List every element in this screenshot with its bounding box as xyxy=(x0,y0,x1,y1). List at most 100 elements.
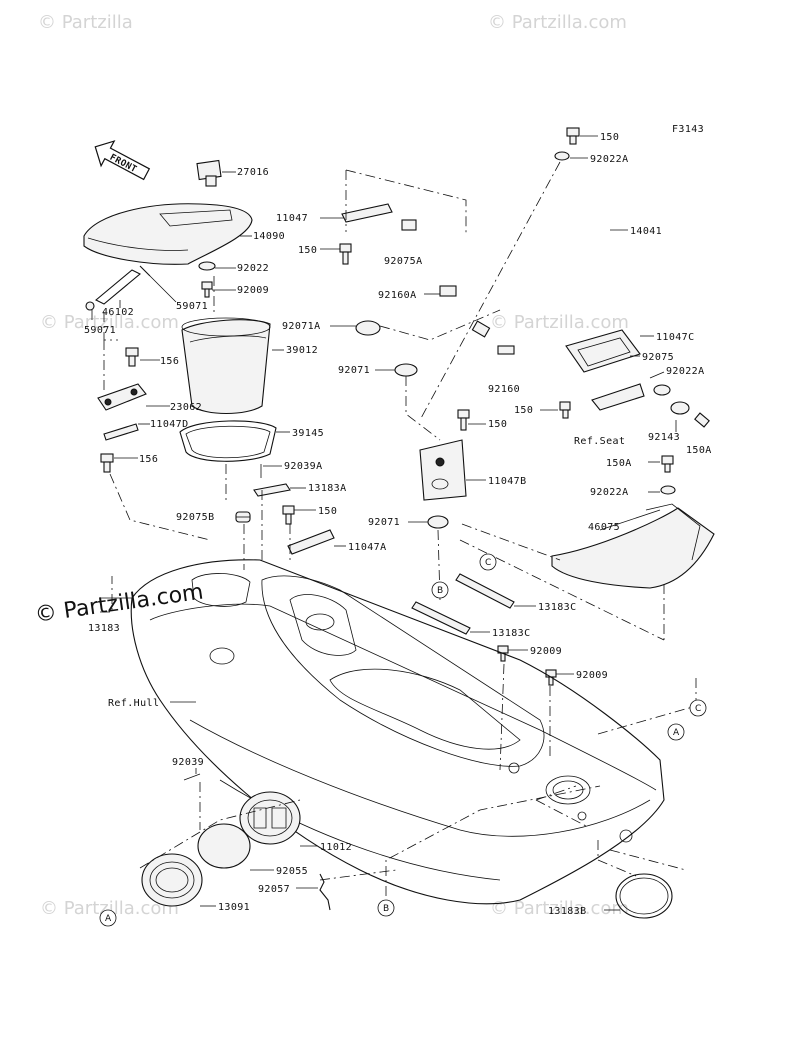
label-13183C-1[interactable]: 13183C xyxy=(538,602,577,613)
label-13183A[interactable]: 13183A xyxy=(308,483,347,494)
bolt-150a[interactable] xyxy=(339,243,352,265)
plate-13183C-1[interactable] xyxy=(455,573,515,609)
label-92071-a[interactable]: 92071 xyxy=(338,365,370,376)
svg-text:B: B xyxy=(437,586,443,596)
label-92022A-right[interactable]: 92022A xyxy=(666,366,705,377)
bolt-156a[interactable] xyxy=(125,347,139,367)
bolt-150top[interactable] xyxy=(566,127,580,145)
plate-13183C-2[interactable] xyxy=(411,601,471,635)
pad-92160A[interactable] xyxy=(439,285,457,297)
storage-bucket[interactable] xyxy=(181,317,271,414)
label-92160A[interactable]: 92160A xyxy=(378,290,417,301)
label-150-b[interactable]: 150 xyxy=(488,419,507,430)
label-92075[interactable]: 92075 xyxy=(642,352,674,363)
label-59071-b[interactable]: 59071 xyxy=(84,325,116,336)
label-11012[interactable]: 11012 xyxy=(320,842,352,853)
gasket-92055[interactable] xyxy=(197,823,251,869)
label-92022A[interactable]: 92022A xyxy=(590,154,629,165)
label-92057[interactable]: 92057 xyxy=(258,884,290,895)
plate-11047D[interactable] xyxy=(103,423,139,441)
label-13183C-2[interactable]: 13183C xyxy=(492,628,531,639)
label-92009-c[interactable]: 92009 xyxy=(576,670,608,681)
watermarks: © Partzilla © Partzilla.com © Partzilla.… xyxy=(33,12,629,919)
label-13183B[interactable]: 13183B xyxy=(548,906,587,917)
bolt-150c[interactable] xyxy=(282,505,295,525)
plate-13183A[interactable] xyxy=(253,483,291,497)
label-39012[interactable]: 39012 xyxy=(286,345,318,356)
bracket-11047A[interactable] xyxy=(287,529,335,555)
pad-92160-a[interactable] xyxy=(471,320,491,338)
label-92075B[interactable]: 92075B xyxy=(176,512,215,523)
spring-59071[interactable] xyxy=(139,265,151,277)
label-14041[interactable]: 14041 xyxy=(630,226,662,237)
grab-handle[interactable] xyxy=(551,503,715,589)
strap[interactable] xyxy=(196,159,222,187)
bolt-92009a[interactable] xyxy=(201,281,213,298)
label-92075A[interactable]: 92075A xyxy=(384,256,423,267)
ring-13183B[interactable] xyxy=(615,873,673,919)
washer-92022[interactable] xyxy=(198,261,216,271)
grommet-92071b[interactable] xyxy=(427,515,449,529)
label-92039A[interactable]: 92039A xyxy=(284,461,323,472)
pad-92075A[interactable] xyxy=(401,219,417,231)
cover-11012[interactable] xyxy=(239,791,301,845)
label-ref-seat[interactable]: Ref.Seat xyxy=(574,436,625,447)
label-27016[interactable]: 27016 xyxy=(237,167,269,178)
label-46102[interactable]: 46102 xyxy=(102,307,134,318)
label-156-a[interactable]: 156 xyxy=(160,356,179,367)
label-11047C[interactable]: 11047C xyxy=(656,332,695,343)
label-92071A[interactable]: 92071A xyxy=(282,321,321,332)
label-92009-b[interactable]: 92009 xyxy=(530,646,562,657)
label-92055[interactable]: 92055 xyxy=(276,866,308,877)
clip-59071[interactable] xyxy=(85,301,95,311)
pin-92039[interactable] xyxy=(183,773,201,781)
pad-92160[interactable] xyxy=(497,345,515,355)
bracket-11047C[interactable] xyxy=(565,329,641,373)
label-156-b[interactable]: 156 xyxy=(139,454,158,465)
label-ref-hull[interactable]: Ref.Hull xyxy=(108,698,159,709)
label-11047[interactable]: 11047 xyxy=(276,213,308,224)
label-150-c[interactable]: 150 xyxy=(318,506,337,517)
latch-rod[interactable] xyxy=(95,269,141,305)
label-13183[interactable]: 13183 xyxy=(88,623,120,634)
washer-92022A[interactable] xyxy=(554,151,570,161)
label-92022[interactable]: 92022 xyxy=(237,263,269,274)
label-11047D[interactable]: 11047D xyxy=(150,419,189,430)
bucket-gasket[interactable] xyxy=(179,420,277,462)
label-23062[interactable]: 23062 xyxy=(170,402,202,413)
bolt-156b[interactable] xyxy=(100,453,114,473)
label-92039[interactable]: 92039 xyxy=(172,757,204,768)
seat-cover[interactable] xyxy=(83,203,253,265)
label-92009-a[interactable]: 92009 xyxy=(237,285,269,296)
label-59071-a[interactable]: 59071 xyxy=(176,301,208,312)
collar-92143[interactable] xyxy=(670,401,690,415)
grommet-92071A[interactable] xyxy=(355,320,381,336)
bolt-150b[interactable] xyxy=(457,409,470,431)
label-92022A-2[interactable]: 92022A xyxy=(590,487,629,498)
label-11047A[interactable]: 11047A xyxy=(348,542,387,553)
label-46075[interactable]: 46075 xyxy=(588,522,620,533)
bolt-150A2[interactable] xyxy=(661,455,674,473)
label-13091[interactable]: 13091 xyxy=(218,902,250,913)
washer-92022A2[interactable] xyxy=(660,485,676,495)
label-14090[interactable]: 14090 xyxy=(253,231,285,242)
bracket-11047[interactable] xyxy=(341,203,393,223)
label-92143[interactable]: 92143 xyxy=(648,432,680,443)
label-150-a[interactable]: 150 xyxy=(298,245,317,256)
washer-92022Ar[interactable] xyxy=(653,384,671,396)
grommet-92071a[interactable] xyxy=(394,363,418,377)
label-11047B[interactable]: 11047B xyxy=(488,476,527,487)
label-92160[interactable]: 92160 xyxy=(488,384,520,395)
label-150-r[interactable]: 150 xyxy=(514,405,533,416)
label-150A[interactable]: 150A xyxy=(686,445,712,456)
label-150-top[interactable]: 150 xyxy=(600,132,619,143)
cap-13091[interactable] xyxy=(141,853,203,907)
seat-latch-23062[interactable] xyxy=(97,383,147,411)
label-39145[interactable]: 39145 xyxy=(292,428,324,439)
bracket-92075[interactable] xyxy=(591,383,645,411)
label-92071-b[interactable]: 92071 xyxy=(368,517,400,528)
label-150A-2[interactable]: 150A xyxy=(606,458,632,469)
bolt-150A[interactable] xyxy=(694,412,710,428)
bracket-11047B[interactable] xyxy=(419,439,467,501)
bolt-150r[interactable] xyxy=(559,401,571,419)
